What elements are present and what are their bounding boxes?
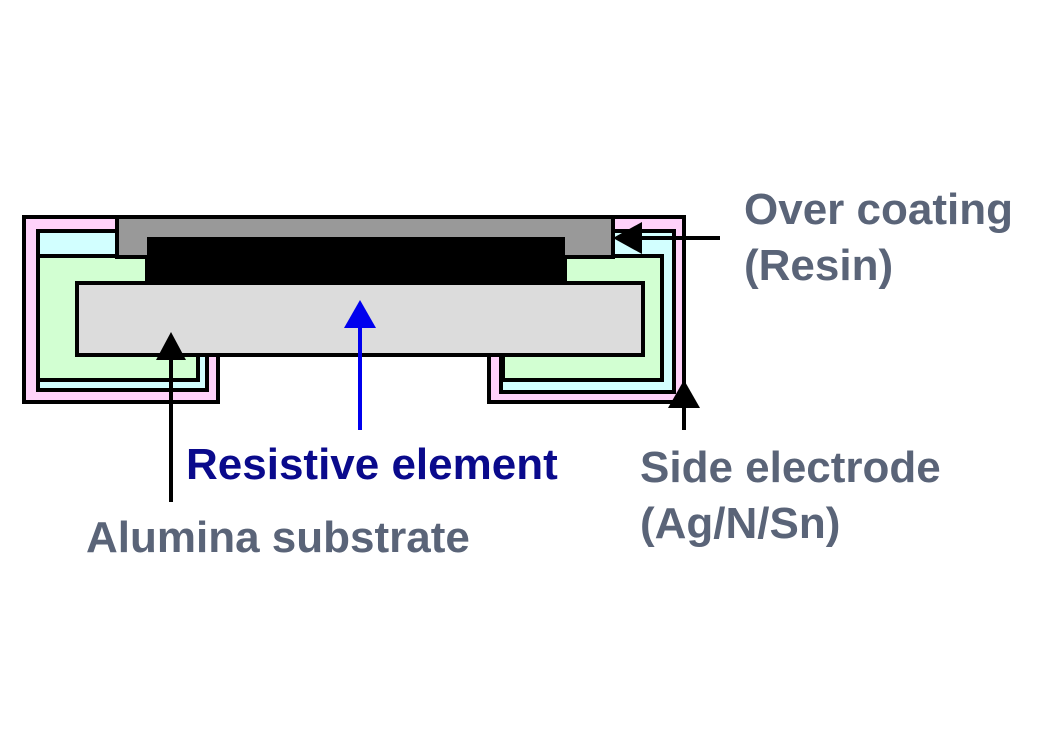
resistive-element-label: Resistive element <box>186 440 558 489</box>
side-electrode-label: Side electrode (Ag/N/Sn) <box>640 440 941 552</box>
over-coating-label: Over coating (Resin) <box>744 182 1013 294</box>
side-electrode-label-line1: Side electrode <box>640 443 941 492</box>
alumina-substrate-label: Alumina substrate <box>86 513 470 562</box>
side-electrode-arrow <box>668 380 700 430</box>
side-electrode-label-line2: (Ag/N/Sn) <box>640 499 841 548</box>
resistive-element <box>147 237 565 285</box>
alumina-substrate-arrow <box>156 332 186 502</box>
over-coating-label-line2: (Resin) <box>744 241 894 290</box>
over-coating-label-line1: Over coating <box>744 185 1013 234</box>
over-coating-arrow <box>613 222 720 254</box>
resistive-element-arrow <box>344 300 376 430</box>
